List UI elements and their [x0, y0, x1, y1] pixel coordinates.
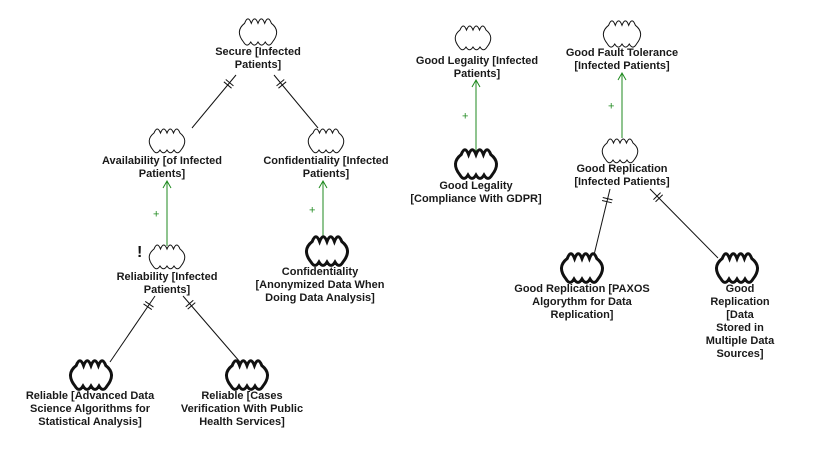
and-decomposition-tick	[602, 197, 613, 201]
link-confidentiality-to-secure	[273, 74, 319, 129]
node-label-rep_paxos: Good Replication [PAXOS Algorythm for Da…	[514, 283, 650, 321]
contribution-label: +	[153, 209, 159, 221]
link-rep_multi-to-replication	[649, 188, 719, 259]
softgoal-cloud-icon[interactable]	[454, 25, 492, 51]
link-replication-to-fault: +	[608, 71, 627, 138]
contribution-label: +	[309, 205, 315, 217]
and-decomposition-tick	[144, 301, 154, 308]
and-decomposition-tick	[601, 199, 612, 204]
link-line	[109, 295, 156, 363]
priority-flag: !	[137, 244, 143, 261]
arrowhead-icon	[318, 179, 328, 189]
link-conf_anon-to-confidentiality: +	[309, 179, 328, 238]
operationalization-cloud-icon[interactable]	[305, 235, 349, 267]
node-label-fault: Good Fault Tolerance [Infected Patients]	[565, 47, 679, 72]
arrowhead-icon	[617, 71, 627, 81]
link-line	[182, 295, 241, 363]
node-label-reliability: Reliability [Infected Patients]	[116, 271, 218, 296]
operationalization-cloud-icon[interactable]	[454, 148, 498, 180]
link-availability-to-secure	[191, 74, 237, 129]
link-rel_adv-to-reliability	[109, 295, 156, 363]
operationalization-cloud-icon[interactable]	[69, 359, 113, 391]
link-rep_paxos-to-replication	[593, 188, 613, 256]
and-decomposition-tick	[223, 81, 232, 89]
operationalization-cloud-icon[interactable]	[225, 359, 269, 391]
link-line	[649, 188, 719, 259]
link-line	[273, 74, 319, 129]
link-line	[191, 74, 237, 129]
and-decomposition-tick	[278, 81, 287, 89]
node-label-rel_adv: Reliable [Advanced Data Science Algorith…	[25, 390, 155, 428]
and-decomposition-tick	[187, 302, 196, 310]
node-label-confidentiality: Confidentiality [Infected Patients]	[263, 155, 389, 180]
softgoal-cloud-icon[interactable]	[602, 20, 642, 48]
node-label-replication: Good Replication [Infected Patients]	[574, 163, 670, 188]
node-label-availability: Availability [of Infected Patients]	[101, 155, 223, 180]
arrowhead-icon	[471, 78, 481, 88]
softgoal-cloud-icon[interactable]	[148, 128, 186, 154]
softgoal-cloud-icon[interactable]	[601, 138, 639, 164]
and-decomposition-tick	[225, 79, 234, 87]
contribution-label: +	[462, 111, 468, 123]
contribution-label: +	[608, 101, 614, 113]
link-reliability-to-availability: +	[153, 179, 172, 246]
node-label-rep_multi: Good Replication [Data Stored in Multipl…	[705, 283, 775, 360]
and-decomposition-tick	[185, 299, 194, 308]
node-label-secure: Secure [Infected Patients]	[215, 46, 301, 71]
node-label-conf_anon: Confidentiality [Anonymized Data When Do…	[255, 266, 385, 304]
link-legality_gdpr-to-legality: +	[462, 78, 481, 151]
node-label-legality_gdpr: Good Legality [Compliance With GDPR]	[410, 180, 542, 205]
node-label-legality: Good Legality [Infected Patients]	[415, 55, 539, 80]
operationalization-cloud-icon[interactable]	[560, 252, 604, 284]
and-decomposition-tick	[653, 192, 661, 200]
node-label-rel_cases: Reliable [Cases Verification With Public…	[180, 390, 304, 428]
softgoal-cloud-icon[interactable]	[238, 18, 278, 46]
operationalization-cloud-icon[interactable]	[715, 252, 759, 284]
arrowhead-icon	[162, 179, 172, 189]
link-rel_cases-to-reliability	[182, 295, 241, 363]
link-line	[593, 188, 611, 256]
softgoal-cloud-icon[interactable]	[307, 128, 345, 154]
and-decomposition-tick	[276, 79, 285, 87]
softgoal-cloud-icon[interactable]	[148, 244, 186, 270]
and-decomposition-tick	[655, 194, 664, 203]
and-decomposition-tick	[143, 303, 153, 310]
